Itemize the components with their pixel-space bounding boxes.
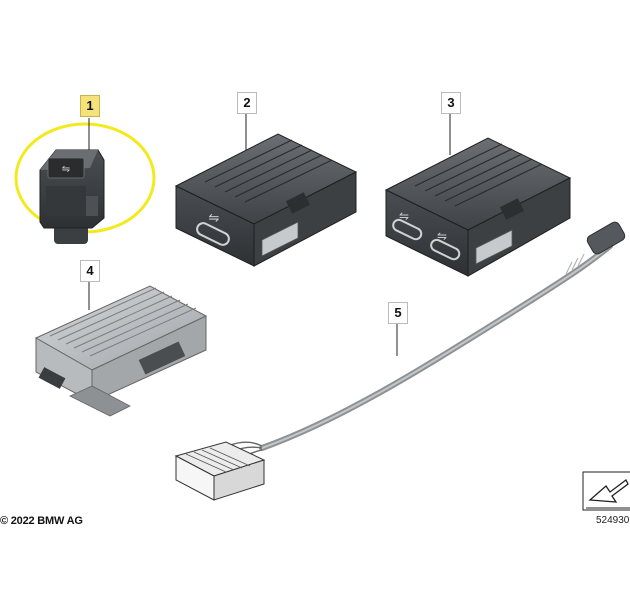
usb-c-port-left	[392, 218, 423, 241]
usb-c-symbol-left: ⇋	[399, 209, 409, 223]
usb-c-port-right	[430, 238, 461, 261]
callout-4: 4	[80, 260, 100, 282]
arrow-icon	[588, 479, 629, 503]
usb-c-port	[196, 222, 230, 246]
copyright-text: © 2022 BMW AG	[0, 515, 83, 527]
callout-5: 5	[388, 302, 408, 324]
callout-2: 2	[237, 92, 257, 114]
usb-c-symbol: ⇋	[209, 211, 220, 226]
part-5-cable	[174, 221, 626, 501]
usb-icon: ⇋	[62, 164, 70, 175]
part-1-usb-socket: ⇋	[14, 118, 156, 244]
cable-plug-usb-c	[586, 221, 626, 255]
callout-1: 1	[80, 95, 100, 117]
part-3-dual-usb-c-module: ⇋ ⇋	[384, 114, 572, 277]
usb-c-symbol-right: ⇋	[437, 229, 447, 243]
direction-arrow-box	[582, 471, 630, 511]
cable-wire	[259, 243, 613, 451]
reference-number: 524930	[596, 515, 630, 526]
part-4-control-unit	[34, 280, 208, 417]
part-2-usb-c-module: ⇋	[174, 114, 358, 267]
callout-3: 3	[441, 92, 461, 114]
